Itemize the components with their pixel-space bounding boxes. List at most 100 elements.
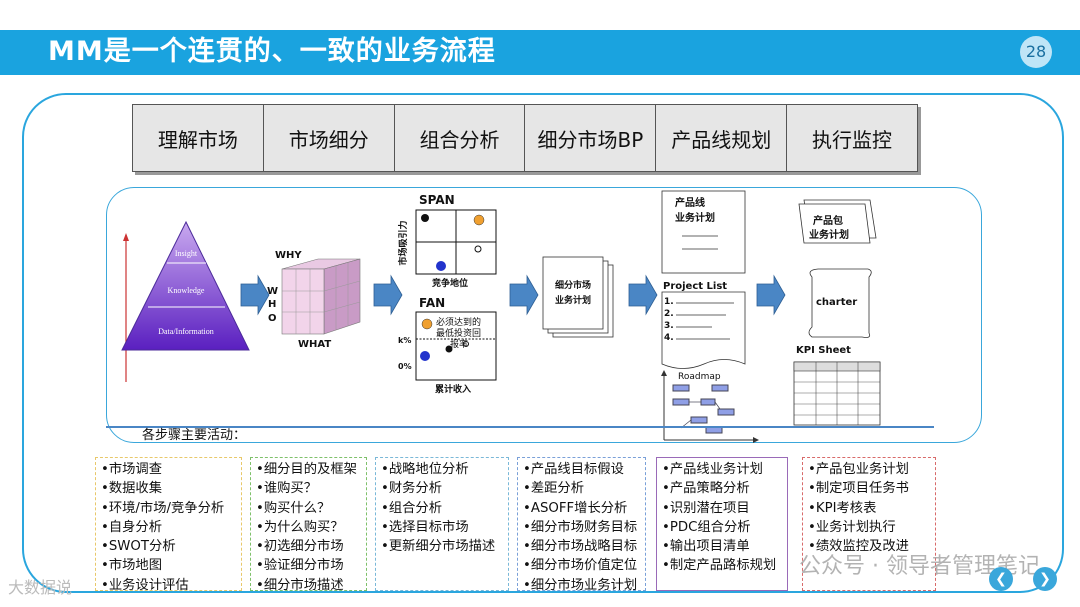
step-market-segmentation: 市场细分 — [264, 105, 395, 171]
list-item: •验证细分市场 — [256, 558, 344, 574]
fan-chart: FAN 必须达到的 最低投资回 报率 k% 0% 累计收入 — [398, 296, 497, 395]
list-item: •业务设计评估 — [101, 577, 189, 591]
activities-portfolio-analysis: •战略地位分析 •财务分析 •组合分析 •选择目标市场 •更新细分市场描述 — [375, 457, 509, 591]
activities-header: 各步骤主要活动： — [142, 428, 247, 443]
list-item: •购买什么？ — [256, 500, 331, 516]
svg-text:0%: 0% — [398, 362, 412, 371]
cube-why-label: WHY — [275, 250, 302, 261]
svg-text:Project List: Project List — [663, 281, 727, 292]
step-portfolio-analysis: 组合分析 — [395, 105, 526, 171]
flow-arrows — [240, 274, 786, 316]
prev-slide-button[interactable]: ❮ — [989, 567, 1013, 591]
activities-understand-market: •市场调查 •数据收集 •环境/市场/竞争分析 •自身分析 •SWOT分析 •市… — [95, 457, 242, 591]
list-item: •细分市场战略目标 — [523, 539, 638, 555]
pyramid-diagram: Insight Knowledge Data/Information — [121, 220, 250, 382]
pyramid-knowledge: Knowledge — [168, 286, 205, 295]
svg-text:k%: k% — [398, 336, 411, 345]
svg-text:O: O — [268, 313, 277, 324]
step-understand-market: 理解市场 — [133, 105, 264, 171]
step-product-line-planning: 产品线规划 — [656, 105, 788, 171]
activities-product-line-planning: •产品线业务计划 •产品策略分析 •识别潜在项目 •PDC组合分析 •输出项目清… — [656, 457, 788, 591]
activities-execution-monitoring: •产品包业务计划 •制定项目任务书 •KPI考核表 •业务计划执行 •绩效监控及… — [802, 457, 936, 591]
pyramid-insight: Insight — [175, 249, 198, 258]
product-line-plan-document: 产品线 业务计划 — [661, 190, 746, 274]
list-item: •细分目的及框架 — [256, 462, 357, 477]
list-item: •ASOFF增长分析 — [523, 500, 628, 516]
svg-text:1.: 1. — [664, 297, 674, 307]
svg-text:charter: charter — [816, 297, 857, 308]
svg-text:KPI Sheet: KPI Sheet — [796, 345, 851, 356]
chevron-left-icon: ❮ — [995, 571, 1007, 587]
list-item: •差距分析 — [523, 481, 585, 497]
segmentation-cube: WHY W H O WHAT — [267, 250, 361, 350]
svg-text:必须达到的: 必须达到的 — [436, 316, 481, 328]
roadmap-chart: Roadmap — [661, 370, 759, 443]
list-item: •选择目标市场 — [381, 519, 469, 535]
cube-what-label: WHAT — [298, 339, 331, 350]
svg-text:竞争地位: 竞争地位 — [431, 277, 468, 289]
svg-text:3.: 3. — [664, 321, 674, 331]
arrow-2 — [373, 274, 403, 316]
svg-text:W: W — [267, 286, 278, 297]
arrow-1 — [240, 274, 270, 316]
project-list-document: Project List 1. 2. 3. 4. — [661, 281, 746, 369]
list-item: •输出项目清单 — [662, 539, 750, 555]
svg-text:产品线: 产品线 — [675, 196, 705, 209]
diagram-panel — [106, 187, 982, 443]
segment-bp-document: 细分市场 业务计划 — [542, 256, 614, 338]
svg-text:4.: 4. — [664, 333, 674, 343]
list-item: •细分市场业务计划 — [523, 577, 638, 591]
next-slide-button[interactable]: ❯ — [1033, 567, 1057, 591]
content-frame — [22, 93, 1064, 593]
svg-text:最低投资回: 最低投资回 — [436, 327, 481, 339]
arrow-5 — [756, 274, 786, 316]
list-item: •KPI考核表 — [808, 500, 877, 516]
arrow-4 — [628, 274, 658, 316]
list-item: •更新细分市场描述 — [381, 539, 496, 555]
list-item: •组合分析 — [381, 500, 443, 516]
list-item: •制定项目任务书 — [808, 481, 909, 497]
list-item: •业务计划执行 — [808, 519, 896, 535]
list-item: •PDC组合分析 — [662, 519, 751, 535]
list-item: •细分市场财务目标 — [523, 519, 638, 535]
charter-scroll: charter — [808, 268, 872, 338]
kpi-sheet: KPI Sheet — [793, 345, 881, 426]
list-item: •绩效监控及改进 — [808, 539, 909, 555]
svg-text:业务计划: 业务计划 — [555, 294, 591, 306]
list-item: •细分市场描述 — [256, 577, 344, 591]
title-bar: MM是一个连贯的、一致的业务流程 28 — [0, 30, 1080, 75]
svg-text:报率: 报率 — [450, 338, 468, 350]
span-chart: SPAN 市场吸引力 竞争地位 — [397, 193, 497, 289]
list-item: •市场地图 — [101, 558, 163, 574]
activities-segment-bp: •产品线目标假设 •差距分析 •ASOFF增长分析 •细分市场财务目标 •细分市… — [517, 457, 646, 591]
list-item: •制定产品路标规划 — [662, 558, 777, 574]
list-item: •自身分析 — [101, 519, 163, 535]
list-item: •为什么购买？ — [256, 519, 344, 535]
process-diagram: Insight Knowledge Data/Information WHY W… — [106, 190, 934, 443]
svg-text:2.: 2. — [664, 309, 674, 319]
svg-text:细分市场: 细分市场 — [555, 279, 591, 291]
list-item: •产品线目标假设 — [523, 462, 624, 477]
watermark-left: 大数据说 — [8, 578, 73, 597]
product-package-plan-document: 产品包 业务计划 — [798, 199, 877, 244]
step-execution-monitoring: 执行监控 — [812, 127, 893, 152]
step-segment-bp: 细分市场BP — [525, 105, 657, 171]
pyramid-data: Data/Information — [158, 327, 214, 336]
list-item: •产品策略分析 — [662, 481, 750, 497]
list-item: •数据收集 — [101, 481, 163, 497]
list-item: •环境/市场/竞争分析 — [101, 500, 225, 516]
svg-text:市场吸引力: 市场吸引力 — [397, 220, 409, 265]
list-item: •细分市场价值定位 — [523, 558, 638, 574]
chevron-right-icon: ❯ — [1039, 571, 1051, 587]
list-item: •谁购买？ — [256, 481, 318, 497]
svg-text:H: H — [268, 299, 276, 310]
svg-text:累计收入: 累计收入 — [435, 383, 471, 395]
list-item: •市场调查 — [101, 462, 163, 477]
list-item: •初选细分市场 — [256, 539, 344, 555]
list-item: •识别潜在项目 — [662, 500, 750, 516]
process-steps-bar: 理解市场 市场细分 组合分析 细分市场BP 产品线规划 执行监控 — [132, 104, 918, 172]
svg-text:FAN: FAN — [419, 296, 445, 310]
list-item: •财务分析 — [381, 481, 443, 497]
list-item: •产品包业务计划 — [808, 462, 909, 477]
svg-text:业务计划: 业务计划 — [809, 228, 849, 241]
